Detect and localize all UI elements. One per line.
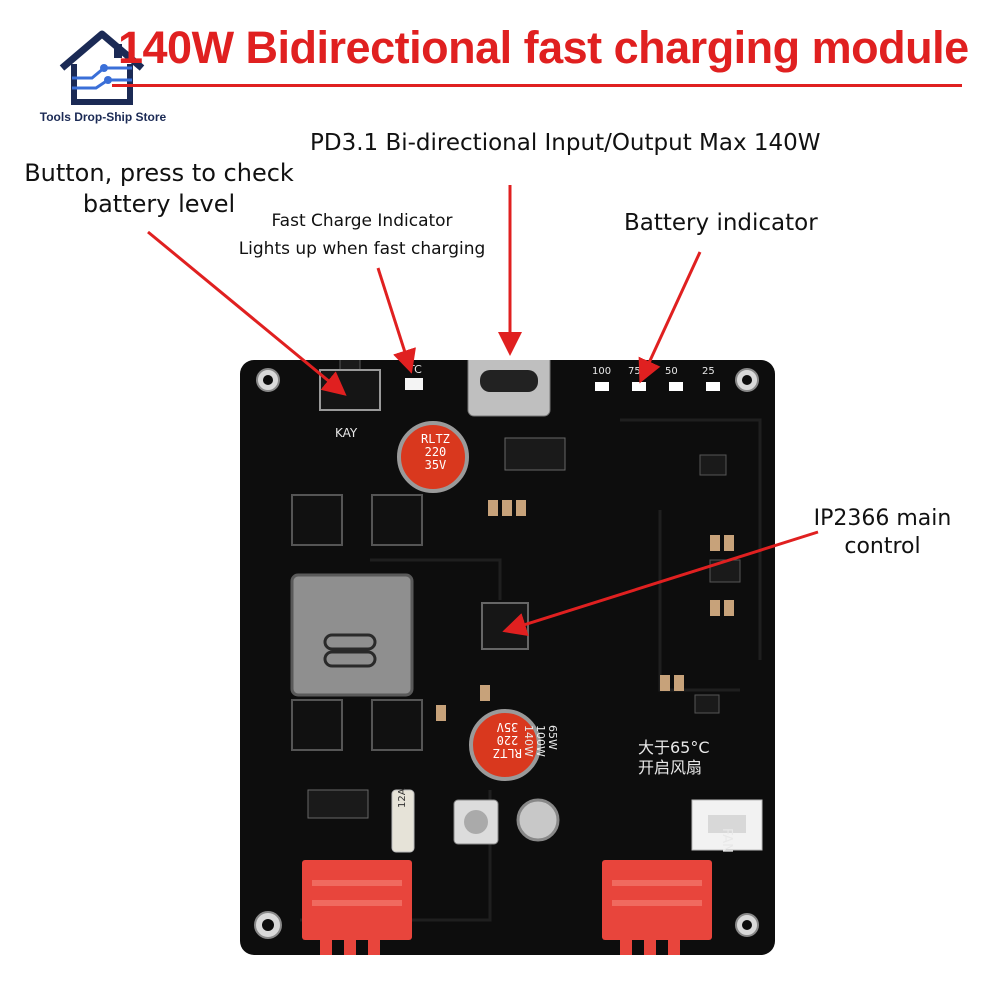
fuse-label: 12A	[397, 788, 408, 808]
level-25-label: 25	[702, 366, 715, 377]
store-logo: Tools Drop-Ship Store	[28, 28, 178, 128]
main-control-annotation: IP2366 main control	[813, 506, 952, 559]
capacitor	[397, 421, 469, 493]
button-annotation: Button, press to check battery level	[24, 159, 294, 218]
level-100-label: 100	[592, 366, 612, 377]
fan-threshold-note: 大于65°C 开启风扇	[638, 738, 710, 777]
fast-charge-arrow	[376, 267, 416, 374]
page-title: 140W Bidirectional fast charging module	[118, 22, 969, 73]
store-name: Tools Drop-Ship Store	[39, 110, 167, 124]
pd-port-annotation: PD3.1 Bi-directional Input/Output Max 14…	[310, 130, 821, 156]
house-circuit-icon	[59, 30, 145, 105]
battery-indicator-annotation: Battery indicator	[624, 210, 818, 236]
capacitor-1-marking: RLTZ 220 35V	[421, 432, 450, 472]
level-50-label: 50	[665, 366, 678, 377]
battery-level-leds	[595, 382, 720, 391]
capacitor-2-marking: RLTZ 220 35V	[493, 720, 522, 760]
board-components	[254, 360, 763, 955]
fast-charge-led	[405, 378, 423, 390]
fast-charge-annotation: Fast Charge Indicator Lights up when fas…	[238, 211, 486, 259]
capacitor	[469, 709, 541, 781]
fuse	[391, 789, 415, 853]
fan-silk-label: FAN	[719, 828, 734, 853]
level-75-label: 75	[628, 366, 641, 377]
ip2366-chip	[481, 602, 529, 650]
button-silk-label: KAY	[335, 426, 358, 440]
power-options-label: 65W 100W 140W	[522, 725, 559, 757]
title-underline	[112, 84, 962, 87]
pcb-board: KAY TC 100 75 50 25 RLTZ 220 35V RLTZ 22…	[240, 360, 775, 955]
fast-led-silk-label: TC	[408, 363, 422, 376]
